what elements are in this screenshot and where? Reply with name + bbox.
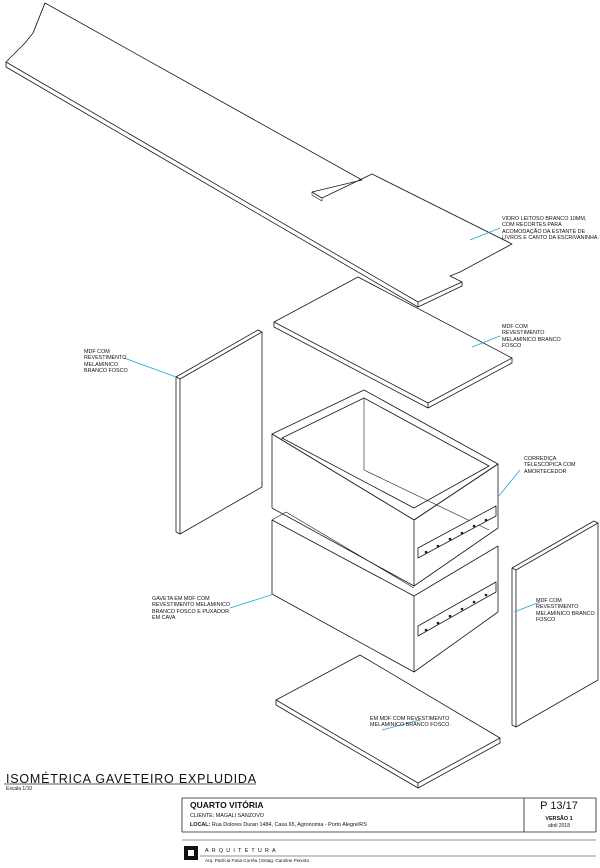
studio-logo-icon — [184, 846, 198, 860]
drawing-title: ISOMÉTRICA GAVETEIRO EXPLUDIDA — [6, 772, 257, 786]
annotation-mdf-top: MDF COM REVESTIMENTO MELAMINICO BRANCO F… — [502, 324, 561, 350]
location-label: LOCAL: — [190, 822, 211, 828]
project-location: LOCAL: Rua Dolores Duran 1484, Casa 65, … — [190, 822, 367, 828]
leader-vidro — [469, 227, 501, 241]
left-side-panel — [175, 329, 263, 535]
base-mdf-panel — [275, 654, 501, 789]
leader-corredica — [497, 469, 521, 498]
right-side-panel — [511, 520, 599, 728]
project-name: QUARTO VITÓRIA — [190, 800, 264, 810]
version-label: VERSÃO 1 — [545, 816, 573, 822]
location-value: Rua Dolores Duran 1484, Casa 65, Agronom… — [211, 822, 367, 828]
top-mdf-panel — [273, 276, 513, 409]
annotation-mdf-right: MDF COM REVESTIMENTO MELAMINICO BRANCO F… — [536, 598, 595, 624]
upper-drawer — [271, 389, 499, 587]
lower-drawer — [271, 511, 499, 673]
studio-brand: ARQUITETURA — [205, 848, 279, 854]
page-number: P 13/17 — [540, 800, 578, 812]
annotation-corredica: CORREDIÇA TELESCÓPICA COM AMORTECEDOR — [524, 456, 576, 475]
annotation-gaveta: GAVETA EM MDF COM REVESTIMENTO MELAMINIC… — [152, 596, 231, 622]
leader-mdf-left — [123, 357, 177, 378]
annotation-mdf-left: MDF COM REVESTIMENTO MELAMINICO BRANCO F… — [84, 349, 128, 375]
leader-mdf-top — [471, 335, 501, 348]
title-block-lines — [4, 783, 597, 857]
annotation-mdf-base: EM MDF COM REVESTIMENTO MELAMINICO BRANC… — [370, 716, 451, 729]
drawing-scale: Escala 1/10 — [6, 786, 33, 792]
glass-top-panel — [5, 2, 513, 308]
leader-mdf-base — [381, 719, 421, 731]
page-box: P 13/17 VERSÃO 1 abril 2018 — [526, 800, 592, 830]
annotation-leaders — [123, 227, 541, 731]
client-name: CLIENTE: MAGALI SANZOVO — [190, 813, 264, 819]
annotation-vidro: VIDRO LEITOSO BRANCO 10mm, COM RECORTES … — [502, 216, 599, 242]
issue-date: abril 2018 — [548, 823, 570, 829]
leader-mdf-right — [513, 601, 541, 613]
studio-authors: Arq. Patrícia Faria Corrêa | Estag. Caro… — [205, 858, 310, 863]
leader-gaveta — [229, 593, 275, 609]
